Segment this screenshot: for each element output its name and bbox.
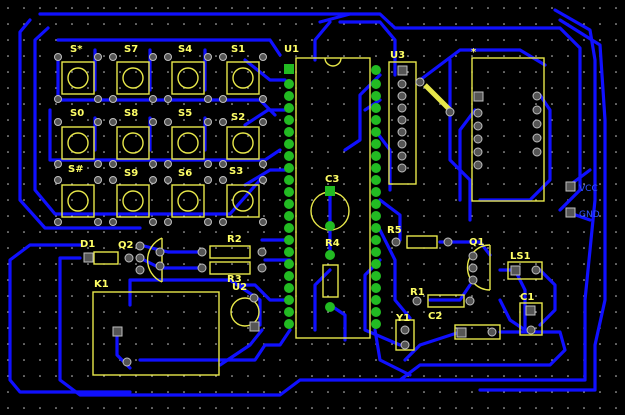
- label-r2: R2: [227, 234, 242, 245]
- label-r4: R4: [325, 238, 340, 249]
- label-q1: Q1: [469, 237, 485, 248]
- label-star-connector: *: [471, 47, 477, 58]
- label-s3: S3: [229, 166, 243, 177]
- label-s6: S6: [178, 168, 192, 179]
- label-s-star: S*: [70, 44, 83, 55]
- label-gnd: GND: [579, 210, 600, 220]
- label-s5: S5: [178, 108, 192, 119]
- label-r5: R5: [387, 225, 402, 236]
- copper-traces: [8, 8, 607, 397]
- label-u1: U1: [284, 44, 299, 55]
- label-u2: U2: [232, 282, 247, 293]
- label-s8: S8: [124, 108, 138, 119]
- label-c2: C2: [428, 311, 442, 322]
- label-c3: C3: [325, 174, 339, 185]
- label-s0: S0: [70, 108, 84, 119]
- label-ls1: LS1: [510, 251, 531, 262]
- label-u3: U3: [390, 50, 405, 61]
- label-q2: Q2: [118, 240, 134, 251]
- label-r3: R3: [227, 274, 242, 285]
- label-d1: D1: [80, 239, 95, 250]
- label-c1: C1: [520, 292, 534, 303]
- label-r1: R1: [410, 287, 425, 298]
- label-s4: S4: [178, 44, 192, 55]
- label-y1: Y1: [395, 313, 410, 324]
- label-k1: K1: [94, 279, 109, 290]
- label-s7: S7: [124, 44, 138, 55]
- silkscreen-outlines: [61, 57, 545, 376]
- label-s1: S1: [231, 44, 245, 55]
- label-s2: S2: [231, 112, 245, 123]
- pads: [54, 53, 576, 367]
- label-vcc: VCC: [579, 184, 598, 194]
- label-s-hash: S#: [68, 164, 84, 175]
- label-s9: S9: [124, 168, 138, 179]
